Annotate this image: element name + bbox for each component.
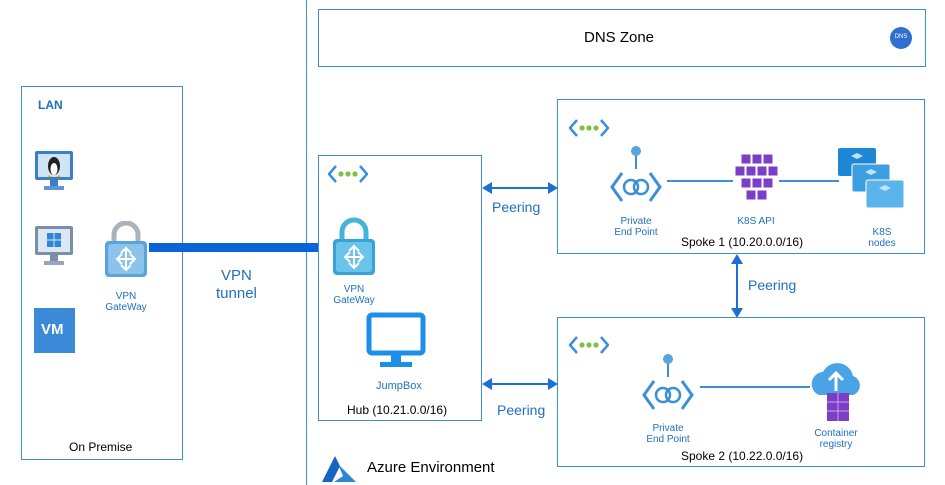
container-registry-icon: [805, 357, 867, 423]
windows-computer-icon: [34, 225, 74, 267]
dns-zone-box: [318, 9, 926, 67]
hub-spoke1-peering-arrow: [481, 181, 559, 195]
spoke2-endpoint-to-registry-line: [700, 386, 810, 388]
vm-label: VM: [41, 321, 64, 338]
lan-label: LAN: [38, 98, 63, 112]
spoke1-endpoint-to-k8s-line: [667, 180, 733, 182]
dns-zone-label: DNS Zone: [584, 29, 655, 46]
k8s-nodes-icon: [836, 146, 908, 216]
k8s-nodes-label: K8S nodes: [868, 227, 896, 249]
linux-computer-icon: [34, 150, 74, 192]
spoke2-vnet-icon: [569, 334, 609, 356]
hub-vpn-gateway-label: VPN GateWay: [333, 284, 375, 306]
k8s-api-to-nodes-line: [779, 180, 839, 182]
hub-vnet-icon: [328, 163, 368, 185]
region-divider: [306, 0, 307, 485]
dns-icon: [890, 27, 912, 49]
jumpbox-monitor-icon: [366, 312, 426, 370]
hub-vnet-box: [318, 155, 482, 421]
on-premise-label: On Premise: [69, 440, 133, 454]
vpn-tunnel-line: [149, 243, 337, 252]
hub-spoke2-peering-label: Peering: [497, 402, 546, 418]
vpn-tunnel-label: VPN tunnel: [216, 267, 257, 302]
spoke2-private-endpoint-icon: [640, 351, 696, 413]
hub-vpn-gateway-icon: [331, 217, 377, 277]
k8s-api-label: K8S API: [737, 216, 775, 227]
azure-environment-label: Azure Environment: [367, 459, 495, 476]
onprem-vpn-gateway-icon: [103, 221, 149, 279]
jumpbox-label: JumpBox: [376, 380, 422, 392]
spoke2-vnet-box: [557, 317, 925, 467]
vm-icon: [34, 308, 75, 353]
hub-spoke2-peering-arrow: [481, 377, 559, 391]
k8s-api-icon: [733, 152, 779, 208]
spoke2-title: Spoke 2 (10.22.0.0/16): [681, 449, 804, 463]
azure-logo-icon: [318, 454, 360, 484]
on-premise-box: [21, 86, 183, 460]
spoke1-spoke2-peering-arrow: [730, 253, 744, 319]
hub-spoke1-peering-label: Peering: [492, 199, 541, 215]
hub-title: Hub (10.21.0.0/16): [347, 403, 448, 417]
spoke1-private-endpoint-label: Private End Point: [614, 216, 658, 238]
spoke1-private-endpoint-icon: [608, 143, 664, 205]
container-registry-label: Container registry: [814, 428, 858, 450]
spoke1-spoke2-peering-label: Peering: [748, 277, 797, 293]
spoke1-title: Spoke 1 (10.20.0.0/16): [681, 235, 804, 249]
dns-badge-label: DNS: [894, 34, 908, 40]
onprem-vpn-gateway-label: VPN GateWay: [105, 291, 147, 313]
spoke2-private-endpoint-label: Private End Point: [646, 423, 690, 445]
spoke1-vnet-icon: [569, 117, 609, 139]
